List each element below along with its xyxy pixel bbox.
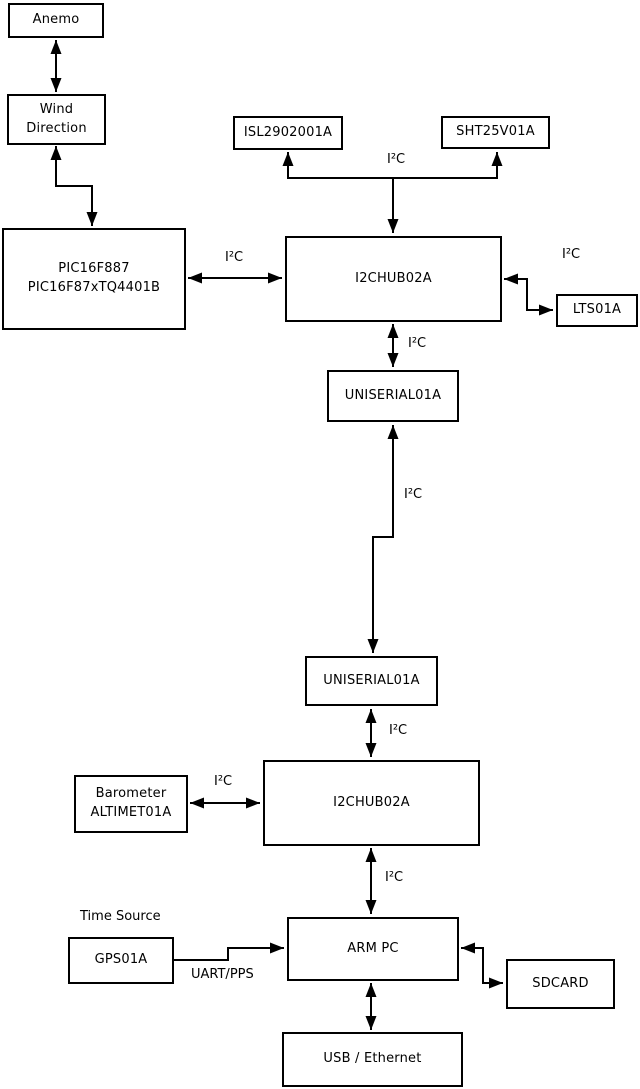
label-i2c-lts: I²C — [562, 247, 581, 262]
edge-i2chub-top-lts — [504, 273, 553, 316]
label-i2c-top-bus: I²C — [387, 152, 406, 167]
edge-armpc-sdcard — [461, 942, 503, 989]
label-i2c-hub2-armpc: I²C — [385, 870, 404, 885]
node-i2chub-top-label: I2CHUB02A — [355, 270, 432, 286]
node-sht-label: SHT25V01A — [456, 124, 535, 140]
node-uniserial-top-label: UNISERIAL01A — [344, 387, 442, 403]
node-pic: PIC16F887 PIC16F87xTQ4401B — [2, 228, 186, 330]
label-i2c-pic-hub: I²C — [225, 250, 244, 265]
edge-wind-pic — [50, 146, 98, 226]
label-i2c-long-link: I²C — [404, 487, 423, 502]
edge-uniserial-top-uniserial-bottom — [367, 425, 399, 653]
node-wind-direction-line2: Direction — [26, 120, 87, 136]
node-wind-direction-line1: Wind — [39, 101, 74, 117]
node-usb-ethernet-label: USB / Ethernet — [323, 1051, 422, 1067]
node-usb-ethernet: USB / Ethernet — [282, 1032, 463, 1087]
node-arm-pc: ARM PC — [287, 917, 459, 981]
node-sdcard-label: SDCARD — [532, 975, 589, 991]
node-isl-label: ISL2902001A — [243, 124, 333, 140]
node-barometer: Barometer ALTIMET01A — [74, 775, 188, 833]
node-lts: LTS01A — [556, 294, 638, 327]
node-lts-label: LTS01A — [572, 302, 622, 318]
label-i2c-barometer: I²C — [214, 774, 233, 789]
node-gps: GPS01A — [68, 937, 174, 984]
node-gps-label: GPS01A — [94, 952, 148, 968]
node-barometer-line1: Barometer — [95, 786, 167, 802]
label-i2c-uniserial-hub2: I²C — [389, 723, 408, 738]
node-isl: ISL2902001A — [233, 116, 343, 150]
node-i2chub-bottom-label: I2CHUB02A — [333, 794, 410, 810]
node-i2chub-bottom: I2CHUB02A — [263, 760, 480, 846]
edge-gps-armpc — [173, 942, 284, 961]
node-uniserial-bottom: UNISERIAL01A — [305, 656, 438, 706]
node-i2chub-top: I2CHUB02A — [285, 236, 502, 322]
node-barometer-line2: ALTIMET01A — [90, 805, 172, 820]
label-i2c-hub-uniserial: I²C — [408, 336, 427, 351]
label-uart-pps: UART/PPS — [191, 967, 254, 982]
node-anemo-label: Anemo — [32, 12, 80, 28]
node-wind-direction: Wind Direction — [7, 94, 106, 145]
node-uniserial-bottom-label: UNISERIAL01A — [323, 672, 420, 688]
label-time-source: Time Source — [80, 909, 161, 924]
node-uniserial-top: UNISERIAL01A — [327, 370, 459, 422]
node-sht: SHT25V01A — [441, 116, 550, 149]
node-arm-pc-label: ARM PC — [347, 940, 399, 956]
node-pic-line1: PIC16F887 — [58, 261, 130, 277]
node-anemo: Anemo — [8, 3, 104, 38]
node-pic-line2: PIC16F87xTQ4401B — [27, 280, 161, 295]
node-sdcard: SDCARD — [506, 959, 615, 1009]
